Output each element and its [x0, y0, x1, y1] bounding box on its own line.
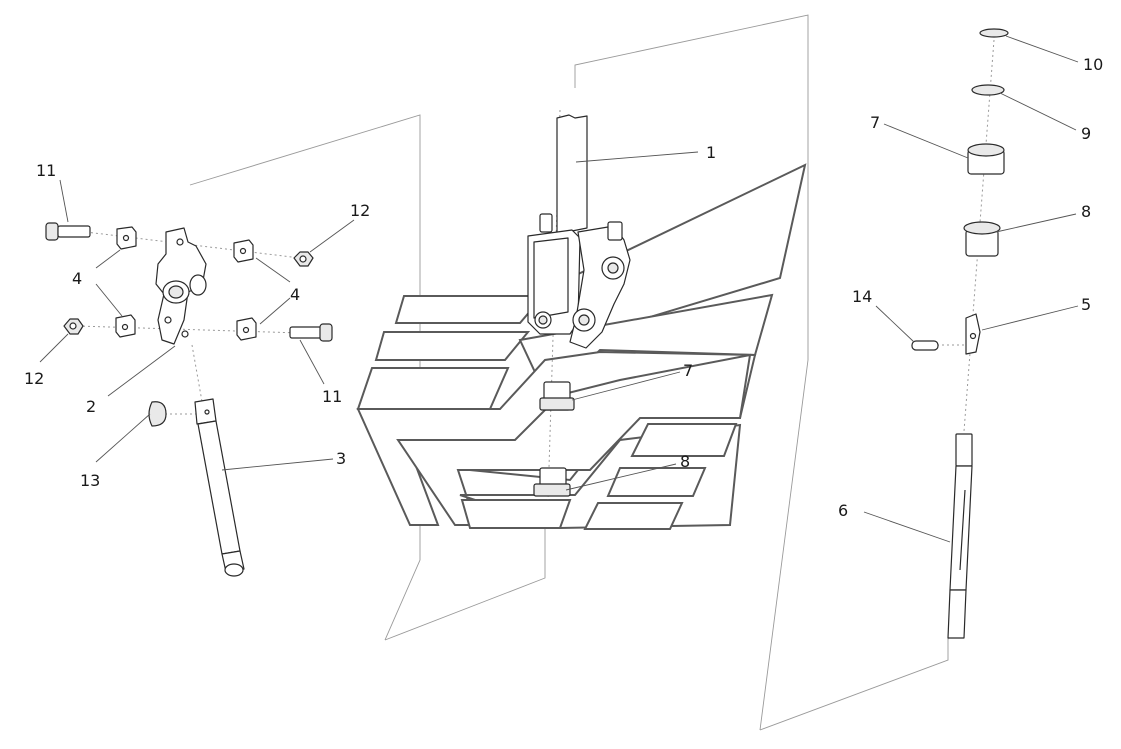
shaft-6	[947, 433, 973, 639]
yoke-2	[155, 227, 207, 345]
callout-5: 5	[1081, 295, 1091, 314]
callout-labels: 1 2 3 4 4 5 6 7 7 8 8 9 10 11 11 12 12 1…	[24, 55, 1103, 520]
pin-14	[911, 340, 939, 351]
callout-11-top: 11	[36, 161, 56, 180]
callout-3: 3	[336, 449, 346, 468]
bushing-8-center	[533, 467, 571, 497]
callout-6: 6	[838, 501, 848, 520]
callout-14: 14	[852, 287, 872, 306]
callout-4-right: 4	[290, 285, 300, 304]
woodruff-key-13	[148, 401, 167, 427]
leader-lines	[39, 35, 1079, 543]
callout-2: 2	[86, 397, 96, 416]
callout-8-center: 8	[680, 452, 690, 471]
nut-12-left	[63, 318, 84, 335]
washer-10	[979, 28, 1009, 38]
bushing-7-center	[539, 381, 575, 411]
bushing-7-right	[967, 143, 1005, 175]
bracket-1	[527, 114, 631, 349]
shaft-3	[194, 398, 245, 577]
bolt-11-right	[289, 323, 333, 342]
callout-12-bottom: 12	[24, 369, 44, 388]
clamp-5	[965, 313, 981, 355]
callout-9: 9	[1081, 124, 1091, 143]
callout-12-top: 12	[350, 201, 370, 220]
washer-9	[971, 84, 1005, 96]
bearing-caps-4	[115, 226, 257, 341]
callout-1: 1	[706, 143, 716, 162]
bracket-assembly	[527, 114, 631, 497]
callout-13: 13	[80, 471, 100, 490]
bushing-8-right	[963, 221, 1001, 257]
center-plane	[574, 14, 809, 731]
callout-4-left: 4	[72, 269, 82, 288]
callout-7-center: 7	[683, 361, 693, 380]
right-shaft-assembly	[911, 28, 1009, 639]
callout-8-right: 8	[1081, 202, 1091, 221]
bolt-11-left	[45, 222, 91, 241]
callout-7-right: 7	[870, 113, 880, 132]
universal-joint-assembly	[45, 222, 333, 577]
nut-12-right	[293, 251, 314, 267]
callout-10: 10	[1083, 55, 1103, 74]
right-plane-bottom	[759, 640, 949, 731]
callout-11-bottom: 11	[322, 387, 342, 406]
